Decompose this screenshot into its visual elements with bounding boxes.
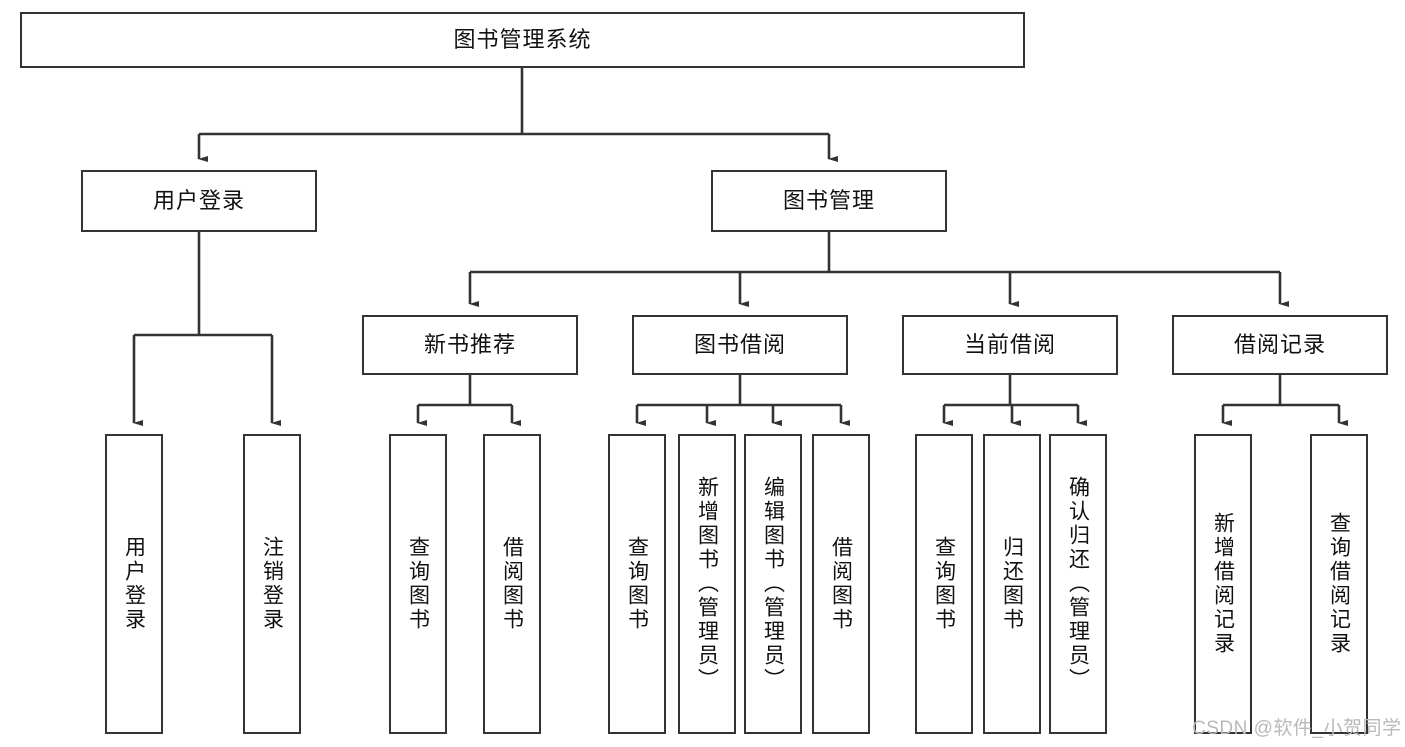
leaf-node-11[interactable]: 新增借阅记录 — [1194, 434, 1252, 734]
node-label: 注销登录 — [260, 536, 284, 632]
root-node-0[interactable]: 图书管理系统 — [20, 12, 1025, 68]
leaf-node-10[interactable]: 确认归还（管理员） — [1049, 434, 1107, 734]
leaf-node-4[interactable]: 查询图书 — [608, 434, 666, 734]
node-label: 图书借阅 — [693, 332, 786, 357]
leaf-node-6[interactable]: 编辑图书（管理员） — [744, 434, 802, 734]
node-label: 用户登录 — [122, 536, 146, 632]
level3-node-3[interactable]: 借阅记录 — [1172, 315, 1388, 375]
node-label: 借阅记录 — [1233, 332, 1326, 357]
level3-node-1[interactable]: 图书借阅 — [632, 315, 848, 375]
leaf-node-0[interactable]: 用户登录 — [105, 434, 163, 734]
node-label: 新增图书（管理员） — [695, 476, 719, 692]
node-label: 查询图书 — [625, 536, 649, 632]
node-label: 确认归还（管理员） — [1066, 476, 1090, 692]
leaf-node-3[interactable]: 借阅图书 — [483, 434, 541, 734]
leaf-node-2[interactable]: 查询图书 — [389, 434, 447, 734]
node-label: 编辑图书（管理员） — [761, 476, 785, 692]
node-label: 查询图书 — [932, 536, 956, 632]
node-label: 图书管理 — [782, 188, 875, 213]
node-label: 新书推荐 — [423, 332, 516, 357]
node-label: 借阅图书 — [829, 536, 853, 632]
leaf-node-7[interactable]: 借阅图书 — [812, 434, 870, 734]
node-label: 当前借阅 — [963, 332, 1056, 357]
leaf-node-1[interactable]: 注销登录 — [243, 434, 301, 734]
node-label: 归还图书 — [1000, 536, 1024, 632]
node-label: 新增借阅记录 — [1211, 512, 1235, 656]
leaf-node-5[interactable]: 新增图书（管理员） — [678, 434, 736, 734]
level2-node-1[interactable]: 图书管理 — [711, 170, 947, 232]
leaf-node-9[interactable]: 归还图书 — [983, 434, 1041, 734]
level3-node-0[interactable]: 新书推荐 — [362, 315, 578, 375]
node-label: 图书管理系统 — [453, 27, 592, 52]
connector-group — [132, 68, 1348, 426]
leaf-node-8[interactable]: 查询图书 — [915, 434, 973, 734]
node-label: 查询图书 — [406, 536, 430, 632]
level2-node-0[interactable]: 用户登录 — [81, 170, 317, 232]
node-label: 借阅图书 — [500, 536, 524, 632]
leaf-node-12[interactable]: 查询借阅记录 — [1310, 434, 1368, 734]
node-label: 查询借阅记录 — [1327, 512, 1351, 656]
node-label: 用户登录 — [152, 188, 245, 213]
level3-node-2[interactable]: 当前借阅 — [902, 315, 1118, 375]
